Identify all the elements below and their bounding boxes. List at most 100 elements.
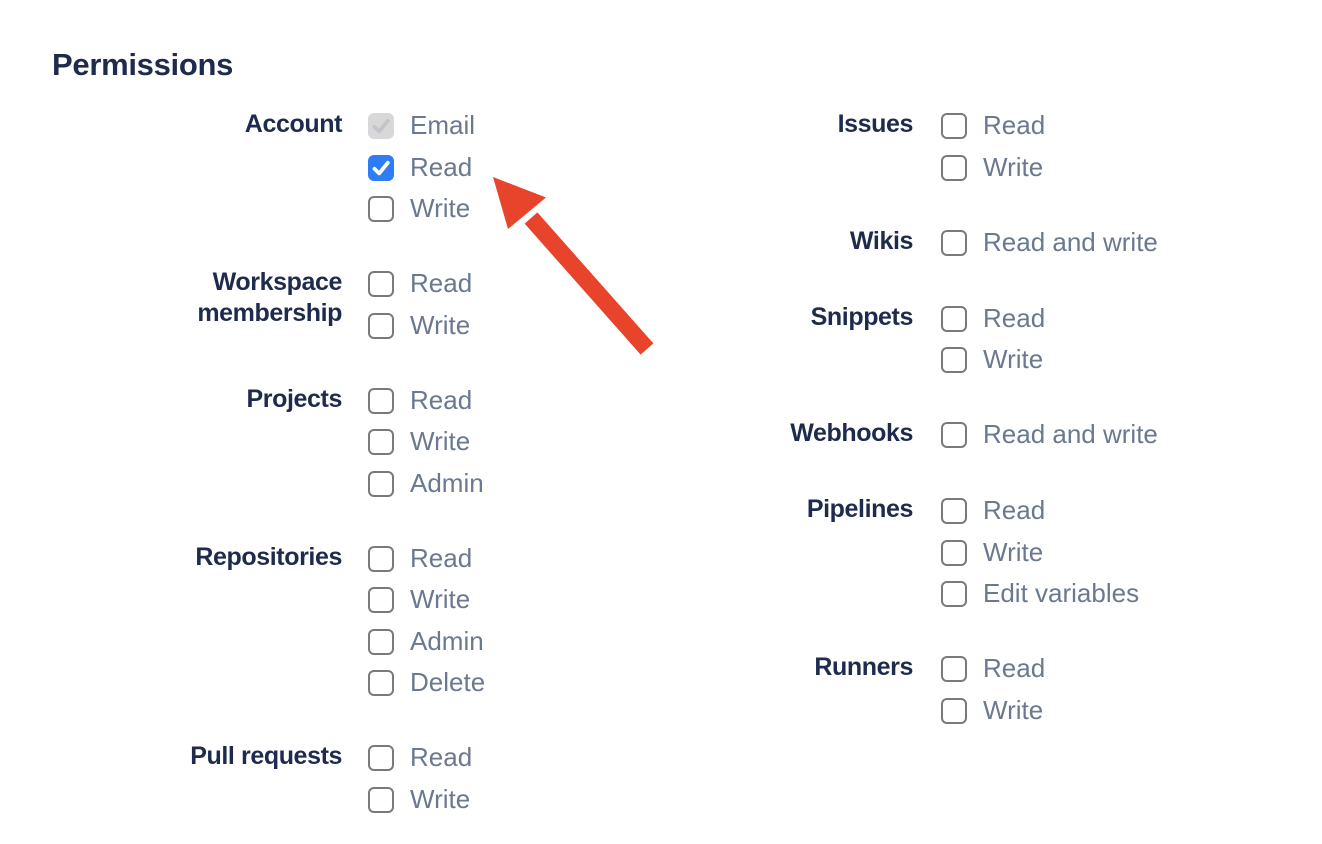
wikis-read-and-write-option-row[interactable]: Read and write <box>941 226 1158 257</box>
workspace-membership-write-option-row[interactable]: Write <box>368 309 472 340</box>
runners-write-option-row[interactable]: Write <box>941 694 1045 725</box>
pipelines-read-option-row[interactable]: Read <box>941 495 1139 525</box>
snippets-write-checkbox[interactable] <box>941 347 967 373</box>
account-email-checkbox-label: Email <box>410 110 476 140</box>
checkmark-icon <box>372 160 390 175</box>
pipelines-edit-variables-checkbox-label[interactable]: Edit variables <box>983 578 1140 608</box>
issues-write-checkbox-label[interactable]: Write <box>983 151 1044 182</box>
projects-write-checkbox-label[interactable]: Write <box>410 426 471 456</box>
account-email-checkbox <box>368 113 394 139</box>
pipelines-write-checkbox-label[interactable]: Write <box>983 536 1044 567</box>
account-email-option-row: Email <box>368 110 476 140</box>
workspace-membership-read-option-row[interactable]: Read <box>368 268 473 298</box>
runners-read-checkbox-label[interactable]: Read <box>983 653 1046 683</box>
repositories-write-option-row[interactable]: Write <box>368 584 485 614</box>
webhooks-read-and-write-option-row[interactable]: Read and write <box>941 419 1158 449</box>
projects-group-label: Projects <box>246 384 343 413</box>
issues-read-option-row[interactable]: Read <box>941 110 1046 140</box>
permissions-heading: Permissions <box>52 47 234 82</box>
workspace-membership-write-checkbox-label[interactable]: Write <box>410 309 471 340</box>
workspace-membership-read-checkbox[interactable] <box>368 271 394 297</box>
pipelines-read-checkbox[interactable] <box>941 498 967 524</box>
issues-write-option-row[interactable]: Write <box>941 151 1045 182</box>
snippets-group-label: Snippets <box>810 302 914 331</box>
repositories-write-checkbox-label[interactable]: Write <box>410 584 471 614</box>
repositories-admin-option-row[interactable]: Admin <box>368 625 485 656</box>
projects-read-option-row[interactable]: Read <box>368 384 484 415</box>
wikis-permission-group: Wikis Read and write <box>723 226 1158 257</box>
pull-requests-write-option-row[interactable]: Write <box>368 783 472 814</box>
repositories-admin-checkbox-label[interactable]: Admin <box>410 625 484 656</box>
checkmark-icon <box>372 118 390 134</box>
workspace-membership-read-checkbox-label[interactable]: Read <box>410 268 473 298</box>
pipelines-edit-variables-checkbox[interactable] <box>941 581 967 607</box>
wikis-options: Read and write <box>941 226 1158 257</box>
wikis-read-and-write-checkbox[interactable] <box>941 229 967 256</box>
runners-write-checkbox[interactable] <box>941 697 967 724</box>
snippets-read-checkbox-label[interactable]: Read <box>983 302 1046 333</box>
account-write-option-row[interactable]: Write <box>368 193 475 223</box>
webhooks-group-label: Webhooks <box>790 419 913 447</box>
repositories-read-checkbox[interactable] <box>368 545 394 572</box>
pull-requests-read-checkbox-label[interactable]: Read <box>410 742 473 772</box>
projects-admin-checkbox[interactable] <box>368 470 394 497</box>
repositories-delete-checkbox-label[interactable]: Delete <box>410 667 486 697</box>
projects-write-checkbox[interactable] <box>368 429 394 455</box>
workspace-membership-write-checkbox[interactable] <box>368 312 394 339</box>
repositories-read-checkbox-label[interactable]: Read <box>410 542 473 573</box>
account-write-checkbox[interactable] <box>368 196 394 222</box>
repositories-admin-checkbox[interactable] <box>368 628 394 655</box>
runners-read-option-row[interactable]: Read <box>941 653 1046 683</box>
projects-read-checkbox-label[interactable]: Read <box>410 384 473 415</box>
account-write-checkbox-label[interactable]: Write <box>410 193 471 223</box>
webhooks-read-and-write-checkbox[interactable] <box>941 422 967 448</box>
runners-group-label: Runners <box>814 653 913 681</box>
repositories-delete-checkbox[interactable] <box>368 670 394 696</box>
runners-read-checkbox[interactable] <box>941 656 967 682</box>
pull-requests-write-checkbox-label[interactable]: Write <box>410 783 471 814</box>
snippets-read-checkbox[interactable] <box>941 305 967 332</box>
pull-requests-read-option-row[interactable]: Read <box>368 742 473 772</box>
snippets-write-option-row[interactable]: Write <box>941 344 1045 374</box>
projects-admin-checkbox-label[interactable]: Admin <box>410 467 484 498</box>
wikis-group-label: Wikis <box>849 226 913 255</box>
snippets-read-option-row[interactable]: Read <box>941 302 1046 333</box>
repositories-read-option-row[interactable]: Read <box>368 542 485 573</box>
account-read-checkbox-label[interactable]: Read <box>410 151 473 182</box>
issues-write-checkbox[interactable] <box>941 154 967 181</box>
pipelines-read-checkbox-label[interactable]: Read <box>983 495 1046 525</box>
webhooks-permission-group: Webhooks Read and write <box>723 419 1158 449</box>
projects-read-checkbox[interactable] <box>368 387 394 414</box>
pull-requests-read-checkbox[interactable] <box>368 745 394 771</box>
issues-read-checkbox[interactable] <box>941 113 967 139</box>
pipelines-write-option-row[interactable]: Write <box>941 536 1139 567</box>
runners-write-checkbox-label[interactable]: Write <box>983 694 1044 725</box>
repositories-delete-option-row[interactable]: Delete <box>368 667 486 697</box>
repositories-write-checkbox[interactable] <box>368 587 394 613</box>
account-read-checkbox[interactable] <box>368 154 394 181</box>
webhooks-read-and-write-checkbox-label[interactable]: Read and write <box>983 419 1158 449</box>
pipelines-group-label: Pipelines <box>806 495 914 523</box>
wikis-read-and-write-checkbox-label[interactable]: Read and write <box>983 226 1158 257</box>
pipelines-edit-variables-option-row[interactable]: Edit variables <box>941 578 1140 608</box>
pipelines-write-checkbox[interactable] <box>941 539 967 566</box>
projects-write-option-row[interactable]: Write <box>368 426 484 456</box>
account-read-option-row[interactable]: Read <box>368 151 475 182</box>
pull-requests-write-checkbox[interactable] <box>368 786 394 813</box>
snippets-write-checkbox-label[interactable]: Write <box>983 344 1044 374</box>
projects-admin-option-row[interactable]: Admin <box>368 467 484 498</box>
issues-read-checkbox-label[interactable]: Read <box>983 110 1046 140</box>
account-group-label: Account <box>244 110 343 138</box>
issues-group-label: Issues <box>837 110 914 138</box>
